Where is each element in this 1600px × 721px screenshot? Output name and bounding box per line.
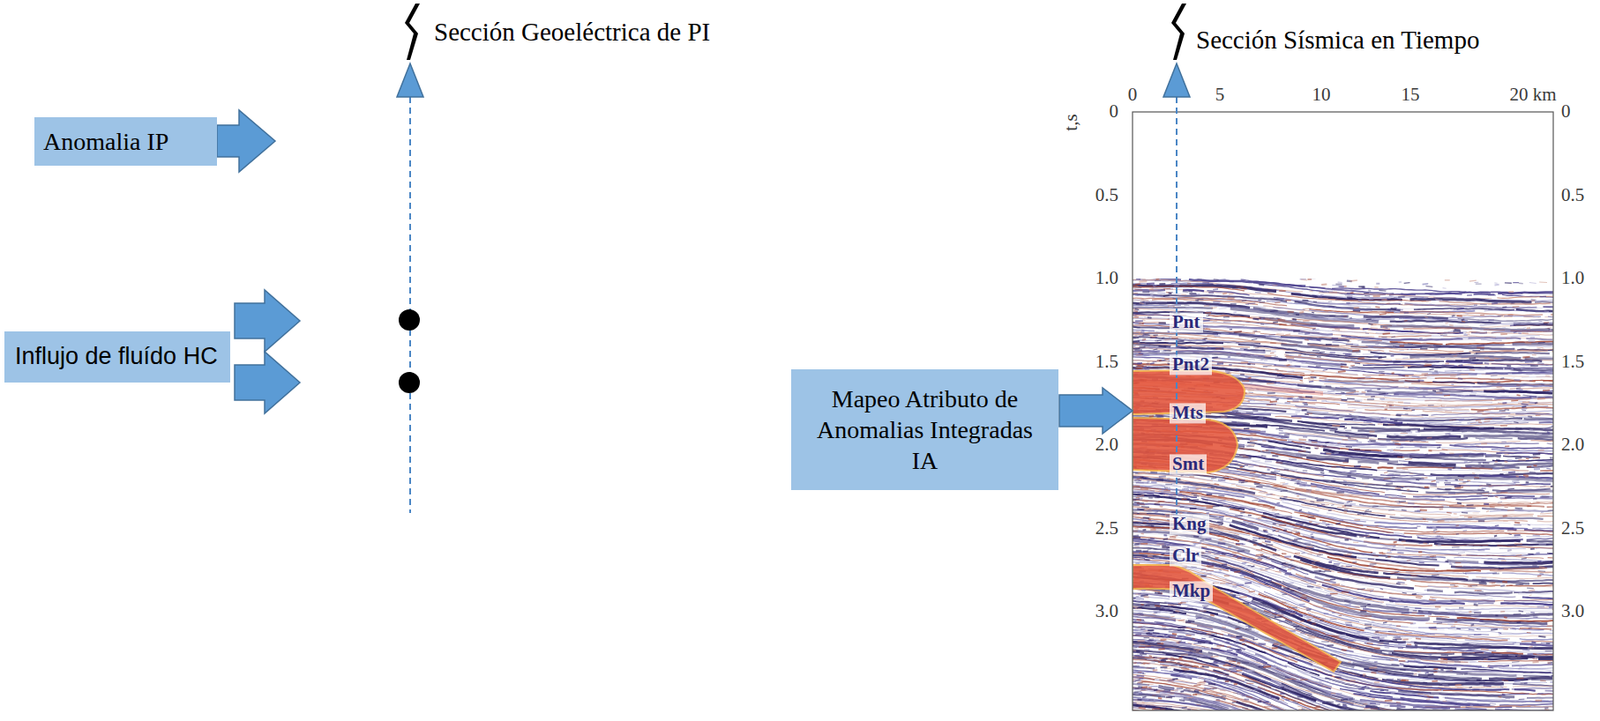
diagram-stage: Anomalia IPInflujo de fluído HCMapeo Atr… (0, 0, 1600, 721)
